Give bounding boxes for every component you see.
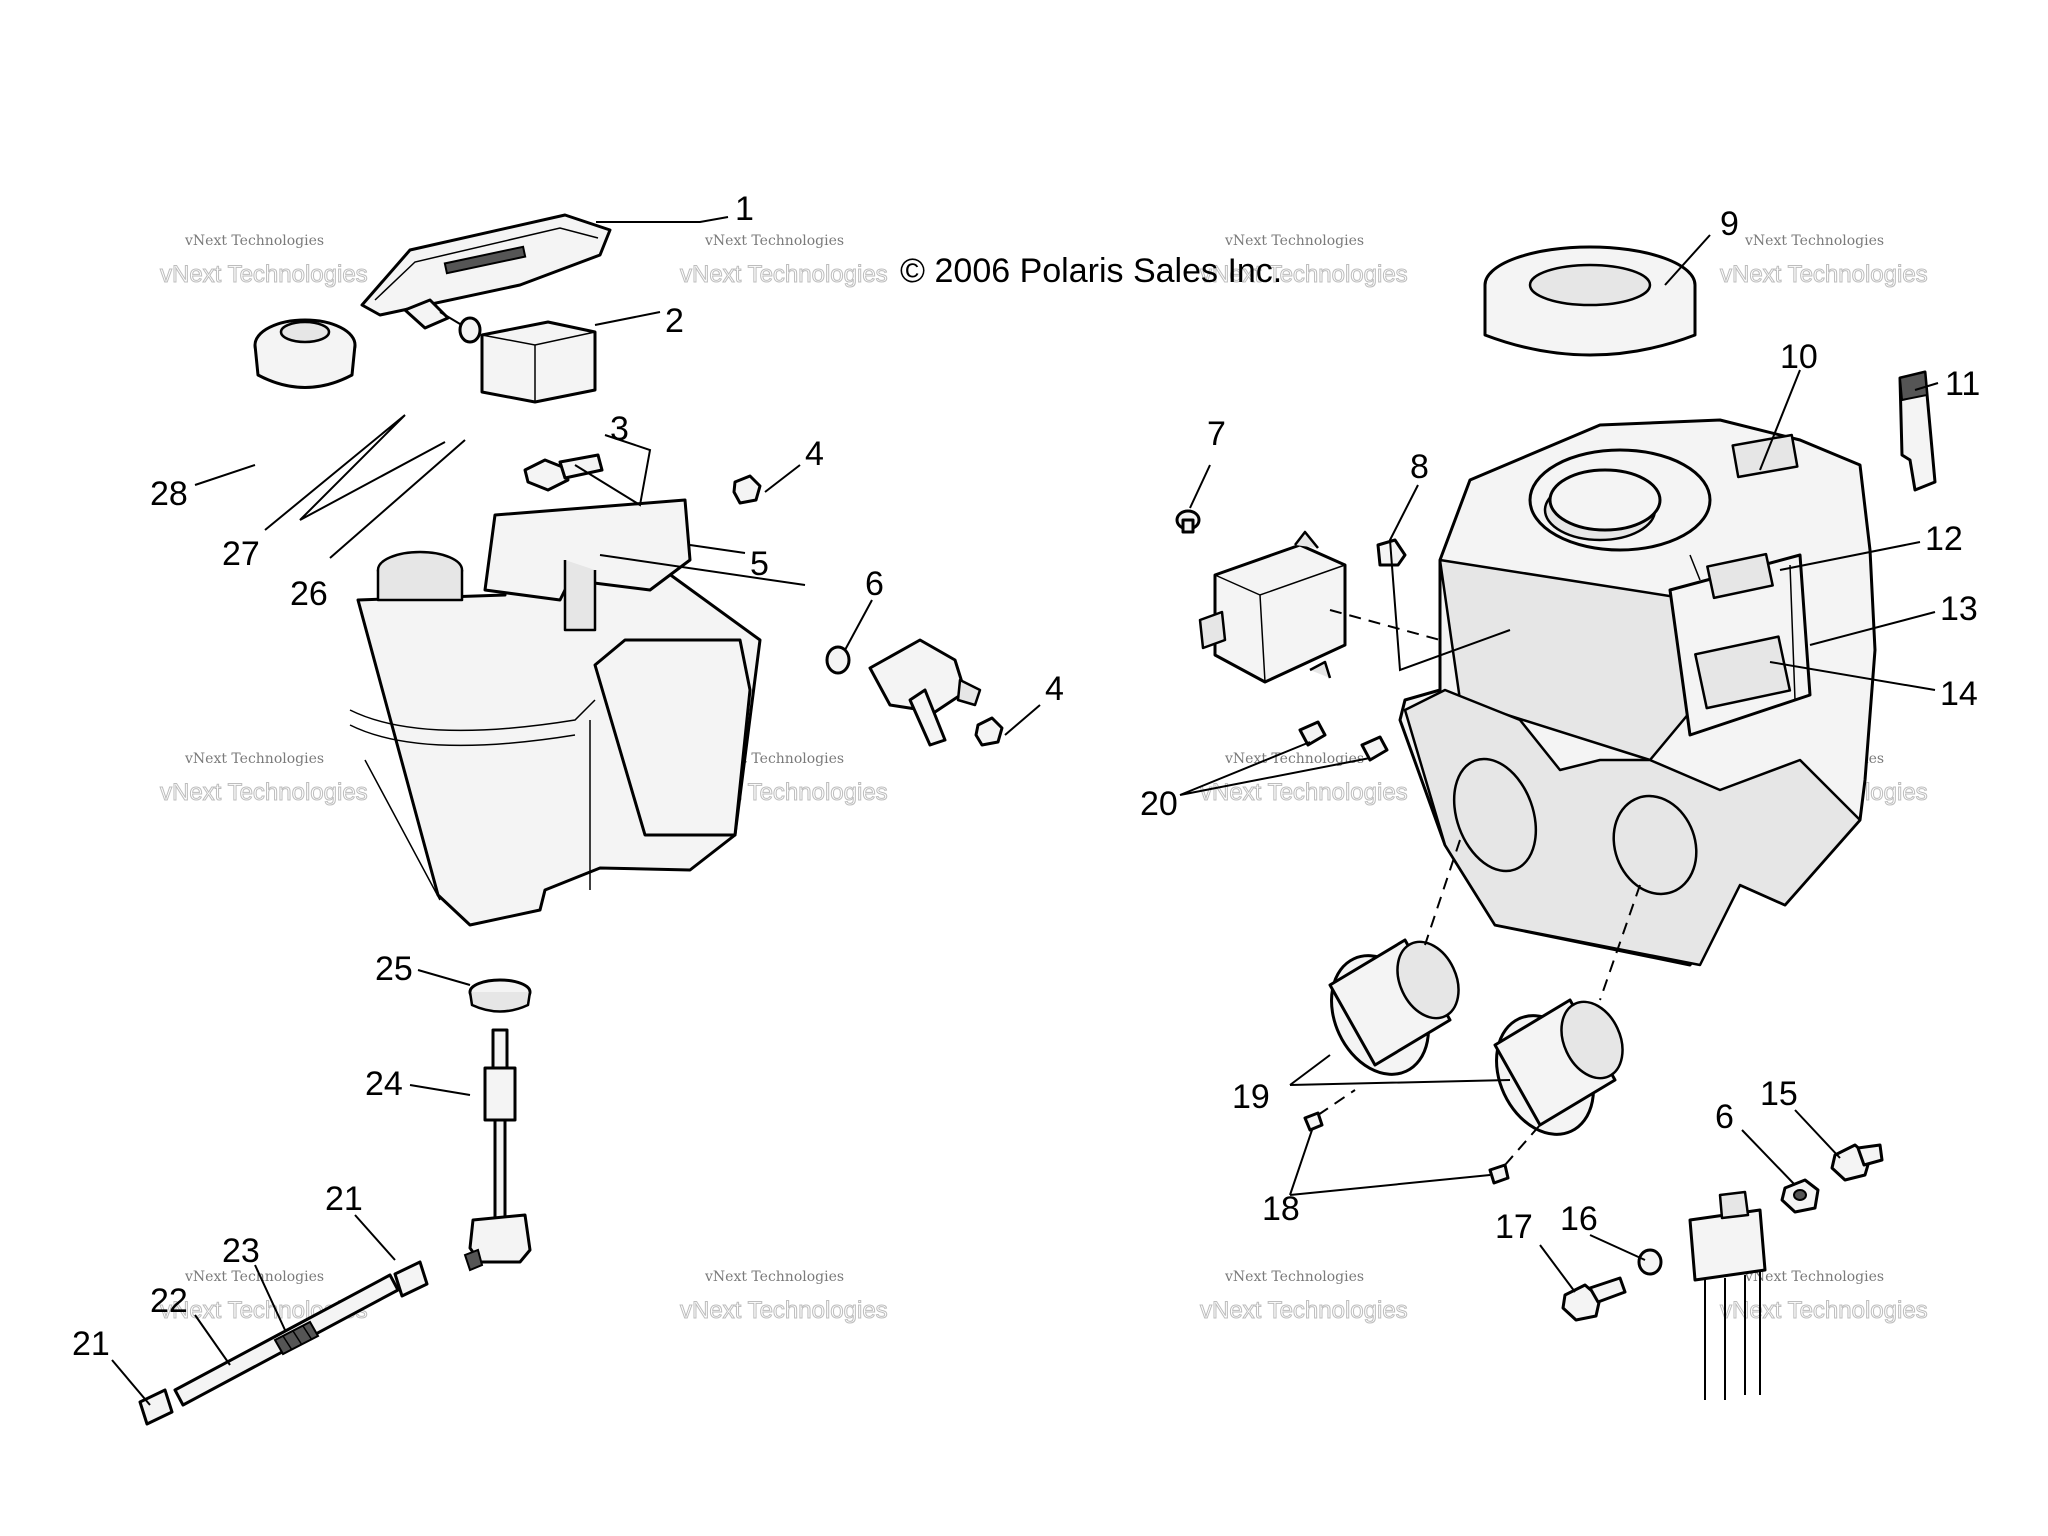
part-screw-7 bbox=[1175, 509, 1201, 534]
part-washer-6a bbox=[825, 645, 851, 675]
watermark: vNext Technologies vNext Technologies bbox=[160, 233, 369, 289]
callout-12: 12 bbox=[1925, 520, 1963, 558]
part-bolt-3 bbox=[523, 453, 604, 492]
callout-13: 13 bbox=[1940, 590, 1978, 628]
part-washer-26 bbox=[458, 316, 482, 344]
callout-8: 8 bbox=[1410, 448, 1429, 486]
callout-5: 5 bbox=[750, 545, 769, 583]
callout-25: 25 bbox=[375, 950, 413, 988]
callout-20: 20 bbox=[1140, 785, 1178, 823]
watermark: vNext Technologies vNext Technologies bbox=[1200, 751, 1409, 807]
svg-text:vNext Technologies: vNext Technologies bbox=[184, 233, 324, 249]
callout-9: 9 bbox=[1720, 205, 1739, 243]
callout-18: 18 bbox=[1262, 1190, 1300, 1228]
part-valve bbox=[868, 638, 982, 747]
svg-text:vNext Technologies: vNext Technologies bbox=[680, 1297, 888, 1324]
watermark: vNext Technologies vNext Technologies bbox=[680, 1269, 889, 1325]
callout-3: 3 bbox=[610, 410, 629, 448]
callout-15: 15 bbox=[1760, 1075, 1798, 1113]
part-bolt-15 bbox=[1830, 1143, 1884, 1182]
part-clip bbox=[1898, 370, 1937, 492]
callout-6a: 6 bbox=[865, 565, 884, 603]
callout-21a: 21 bbox=[325, 1180, 363, 1218]
watermark: vNext Technologies vNext Technologies bbox=[1720, 233, 1929, 289]
part-sensor bbox=[463, 1028, 532, 1272]
callout-24: 24 bbox=[365, 1065, 403, 1103]
assembly-lines-right bbox=[1317, 609, 1641, 1166]
part-boot-19a bbox=[1328, 938, 1460, 1076]
copyright-text: © 2006 Polaris Sales Inc. bbox=[900, 252, 1282, 290]
svg-text:vNext Technologies: vNext Technologies bbox=[704, 233, 844, 249]
watermark: vNext Technologies vNext Technologies bbox=[1200, 1269, 1409, 1325]
svg-text:vNext Technologies: vNext Technologies bbox=[160, 779, 368, 806]
callout-23: 23 bbox=[222, 1232, 260, 1270]
part-filler-cap bbox=[253, 318, 357, 389]
svg-text:vNext Technologies: vNext Technologies bbox=[160, 261, 368, 288]
part-bolt-17 bbox=[1561, 1276, 1627, 1322]
callout-22: 22 bbox=[150, 1282, 188, 1320]
callout-11: 11 bbox=[1945, 365, 1980, 403]
callout-14: 14 bbox=[1940, 675, 1978, 713]
svg-text:vNext Technologies: vNext Technologies bbox=[1224, 1269, 1364, 1285]
svg-text:vNext Technologies: vNext Technologies bbox=[680, 261, 888, 288]
svg-text:vNext Technologies: vNext Technologies bbox=[1224, 233, 1364, 249]
part-block bbox=[480, 320, 597, 404]
part-control-module bbox=[1198, 530, 1347, 684]
svg-text:vNext Technologies: vNext Technologies bbox=[1200, 779, 1408, 806]
leader-lines-right bbox=[1179, 234, 1939, 1293]
part-cover bbox=[360, 213, 612, 317]
svg-text:vNext Technologies: vNext Technologies bbox=[1200, 1297, 1408, 1324]
part-nut-4a bbox=[732, 474, 762, 505]
part-fittings-20 bbox=[1298, 720, 1389, 762]
callout-2: 2 bbox=[665, 302, 684, 340]
part-spacer-6b bbox=[1780, 1178, 1820, 1214]
part-washer-16 bbox=[1637, 1248, 1663, 1276]
leader-lines-left bbox=[111, 216, 1041, 1406]
callout-28: 28 bbox=[150, 475, 188, 513]
part-airbox bbox=[1398, 418, 1877, 967]
part-screws-18 bbox=[1303, 1111, 1510, 1185]
watermark: vNext Technologies vNext Technologies bbox=[1200, 233, 1409, 289]
callout-7: 7 bbox=[1207, 415, 1226, 453]
svg-text:vNext Technologies: vNext Technologies bbox=[184, 1269, 324, 1285]
part-hose bbox=[138, 1260, 429, 1426]
watermark: vNext Technologies vNext Technologies bbox=[680, 233, 889, 289]
callout-1: 1 bbox=[735, 190, 754, 228]
svg-text:vNext Technologies: vNext Technologies bbox=[1744, 1269, 1884, 1285]
watermark: vNext Technologies vNext Technologies bbox=[1720, 1269, 1929, 1325]
callout-27: 27 bbox=[222, 535, 260, 573]
callout-17: 17 bbox=[1495, 1208, 1533, 1246]
callout-4b: 4 bbox=[1045, 670, 1064, 708]
svg-text:vNext Technologies: vNext Technologies bbox=[1200, 261, 1408, 288]
watermarks: vNext Technologies vNext Technologies vNe… bbox=[160, 233, 1929, 1325]
part-bracket bbox=[1688, 1190, 1767, 1400]
svg-text:vNext Technologies: vNext Technologies bbox=[184, 751, 324, 767]
callout-26: 26 bbox=[290, 575, 328, 613]
callout-19: 19 bbox=[1232, 1078, 1270, 1116]
callout-10: 10 bbox=[1780, 338, 1818, 376]
svg-text:vNext Technologies: vNext Technologies bbox=[704, 1269, 844, 1285]
svg-text:vNext Technologies: vNext Technologies bbox=[1720, 1297, 1928, 1324]
svg-text:vNext Technologies: vNext Technologies bbox=[1744, 233, 1884, 249]
part-foam-ring bbox=[1483, 245, 1697, 357]
part-boot-19b bbox=[1493, 998, 1624, 1136]
callout-21b: 21 bbox=[72, 1325, 110, 1363]
watermark: vNext Technologies vNext Technologies bbox=[160, 751, 369, 807]
svg-text:vNext Technologies: vNext Technologies bbox=[1720, 261, 1928, 288]
callout-4a: 4 bbox=[805, 435, 824, 473]
callout-labels: 1 2 3 4 5 6 4 28 27 26 25 24 21 23 22 21… bbox=[72, 190, 1980, 1363]
callout-16: 16 bbox=[1560, 1200, 1598, 1238]
part-grommet bbox=[468, 978, 532, 1013]
part-nut-4b bbox=[974, 716, 1004, 747]
part-oil-tank bbox=[349, 498, 762, 927]
svg-text:vNext Technologies: vNext Technologies bbox=[1224, 751, 1364, 767]
callout-6b: 6 bbox=[1715, 1098, 1734, 1136]
